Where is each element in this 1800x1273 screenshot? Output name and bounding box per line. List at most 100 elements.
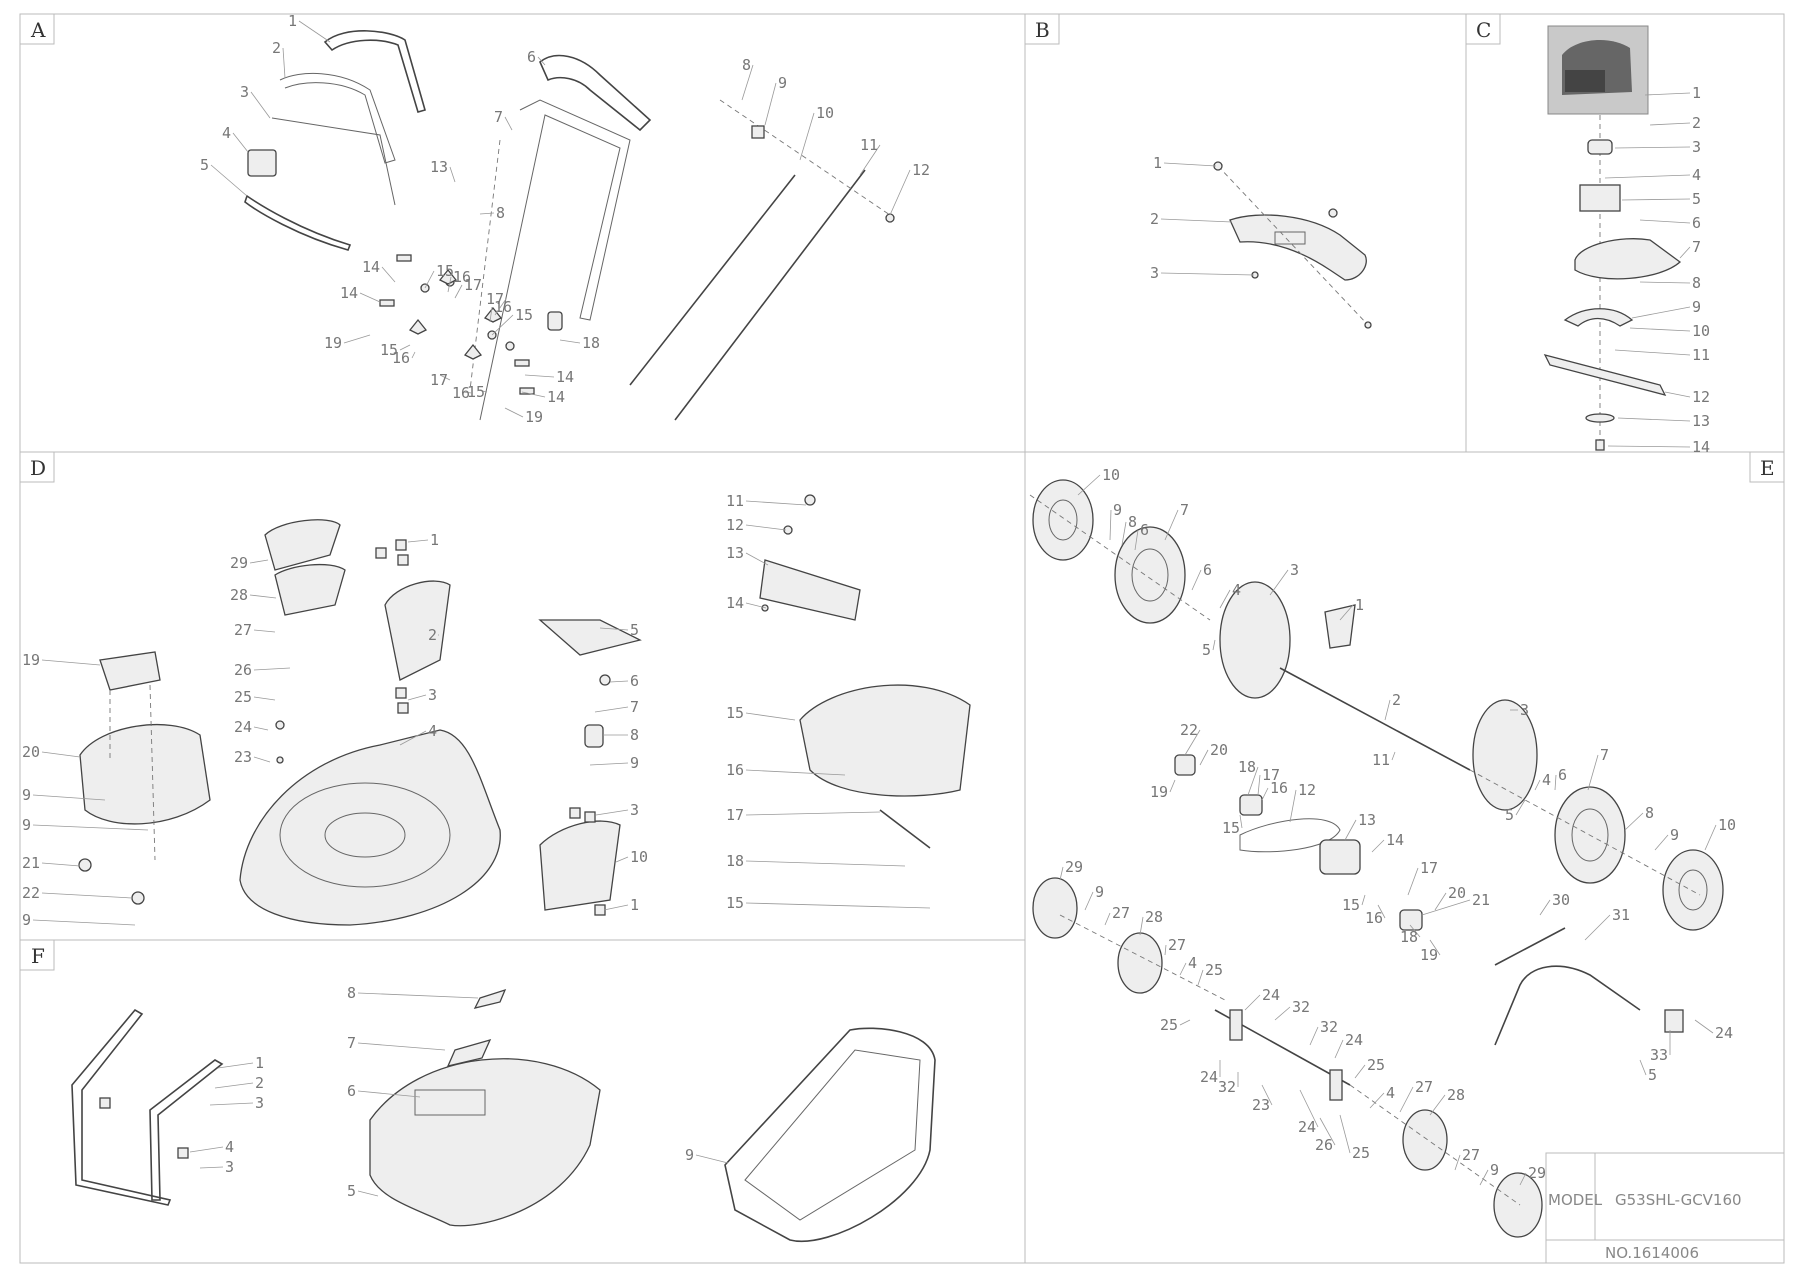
callout-d-24: 24 [234, 718, 269, 736]
leader-line [745, 860, 906, 867]
leader-line [537, 56, 546, 66]
callout-number: 10 [630, 848, 648, 866]
callout-number: 4 [1188, 954, 1197, 972]
leader-line [1134, 529, 1139, 551]
callout-d-18: 18 [726, 852, 906, 870]
callout-e-32a: 32 [1274, 998, 1310, 1021]
leader-line [741, 64, 754, 101]
callout-e-3b: 3 [1510, 701, 1529, 719]
callout-number: 28 [1447, 1086, 1465, 1104]
callout-e-7b: 7 [1587, 746, 1609, 791]
leader-line [1519, 1172, 1527, 1186]
callout-f-7: 7 [347, 1034, 446, 1052]
leader-line [494, 298, 507, 316]
callout-a-4: 4 [222, 124, 249, 153]
leader-line [1694, 1019, 1714, 1034]
callout-number: 17 [1420, 859, 1438, 877]
leader-line [1654, 834, 1669, 851]
leader-line [214, 1082, 254, 1089]
callout-d-25: 25 [234, 688, 276, 706]
leader-line [609, 680, 629, 683]
leader-line [1163, 162, 1217, 167]
callout-c-6: 6 [1639, 214, 1701, 232]
leader-line [1309, 1026, 1319, 1046]
callout-number: 22 [1180, 721, 1198, 739]
callout-number: 13 [1358, 811, 1376, 829]
callout-d-9c: 9 [22, 911, 136, 929]
callout-number: 9 [1670, 826, 1679, 844]
callout-e-9a: 9 [1109, 501, 1122, 541]
callout-number: 19 [525, 408, 543, 426]
callout-number: 33 [1650, 1046, 1668, 1064]
leader-line [249, 594, 277, 599]
callout-e-6b: 6 [1191, 561, 1212, 591]
callout-c-11: 11 [1614, 346, 1710, 364]
callout-number: 25 [1160, 1016, 1178, 1034]
callout-number: 2 [272, 39, 281, 57]
bag-indicator-8 [473, 988, 507, 1009]
callout-e-16a: 16 [1261, 779, 1288, 801]
callout-number: 26 [1315, 1136, 1333, 1154]
callout-number: 19 [324, 334, 342, 352]
callout-e-27c: 27 [1399, 1078, 1433, 1113]
callout-number: 9 [685, 1146, 694, 1164]
leader-line [1261, 787, 1269, 801]
drive-lever-bar [244, 194, 352, 251]
callout-a-16d: 16 [452, 384, 473, 402]
leader-line [479, 212, 495, 215]
callout-number: 15 [726, 894, 744, 912]
callout-e-7a: 7 [1164, 501, 1189, 541]
leader-line [1607, 445, 1691, 448]
leader-line [41, 751, 81, 758]
callout-number: 20 [1210, 741, 1228, 759]
leader-line [521, 391, 546, 398]
callout-labels: 1234567889101112131414141415151515161616… [22, 12, 1736, 1200]
callout-number: 27 [1415, 1078, 1433, 1096]
callout-d-3a: 3 [407, 686, 437, 704]
callout-number: 1 [1355, 596, 1364, 614]
callout-f-3a: 3 [209, 1094, 264, 1112]
panel-d-letter: D [30, 456, 46, 480]
callout-number: 25 [1205, 961, 1223, 979]
callout-number: 12 [726, 516, 744, 534]
leader-line [504, 407, 524, 418]
leader-line [889, 169, 911, 216]
callout-number: 27 [1112, 904, 1130, 922]
leader-line [1614, 349, 1691, 356]
callout-number: 28 [230, 586, 248, 604]
callout-c-13: 13 [1617, 412, 1710, 430]
callout-f-8: 8 [347, 984, 479, 1002]
gearbox-13 [1319, 839, 1361, 875]
callout-e-9c: 9 [1084, 883, 1104, 911]
deck-bowl [279, 782, 451, 888]
leader-line [411, 351, 416, 359]
callout-number: 22 [22, 884, 40, 902]
handle-rod [271, 117, 396, 206]
leader-line [1621, 198, 1691, 201]
rear-bracket [1229, 214, 1367, 281]
leader-line [253, 667, 291, 671]
callout-d-9a: 9 [22, 786, 106, 804]
callout-number: 1 [430, 531, 439, 549]
title-block: MODEL G53SHL-GCV160 NO.1614006 [1545, 1152, 1785, 1264]
leader-line [32, 824, 149, 831]
leader-line [1421, 899, 1471, 916]
panel-a-drawing [244, 30, 895, 421]
leader-line [1399, 1086, 1414, 1113]
leader-line [1274, 1006, 1291, 1021]
callout-e-27d: 27 [1454, 1146, 1480, 1171]
callout-number: 9 [1490, 1161, 1499, 1179]
panel-e-box [1749, 451, 1785, 483]
callout-d-9: 9 [589, 754, 639, 772]
callout-a-17b: 17 [430, 371, 451, 389]
callout-a-7: 7 [494, 108, 513, 131]
leader-line [1631, 306, 1691, 319]
callout-c-3: 3 [1614, 138, 1701, 156]
cable-clip [885, 213, 895, 223]
callout-number: 3 [630, 801, 639, 819]
callout-e-25a: 25 [1197, 961, 1223, 986]
callout-number: 2 [428, 626, 437, 644]
callout-number: 3 [1692, 138, 1701, 156]
guard-axis-2 [149, 684, 156, 861]
callout-number: 16 [1270, 779, 1288, 797]
